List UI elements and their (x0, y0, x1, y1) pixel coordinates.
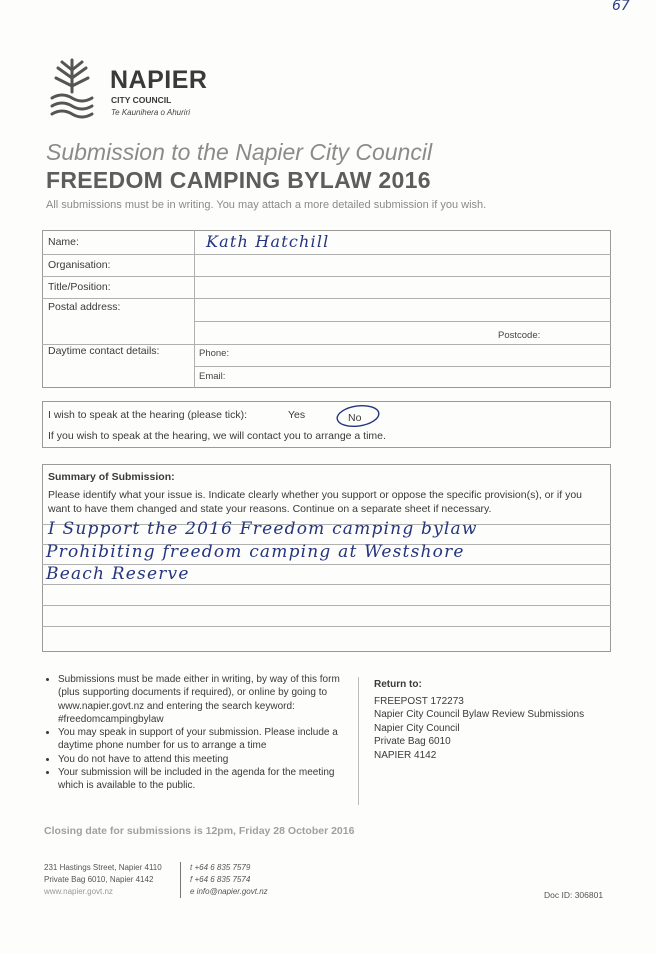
phone-label: Phone: (199, 348, 230, 359)
summary-rule (42, 564, 611, 565)
form-rule (42, 254, 611, 255)
hearing-question: I wish to speak at the hearing (please t… (48, 409, 248, 421)
title-position-label: Title/Position: (48, 281, 111, 293)
hearing-box (42, 401, 611, 448)
summary-instructions: Please identify what your issue is. Indi… (48, 489, 583, 515)
return-line: NAPIER 4142 (374, 749, 437, 761)
hearing-note: If you wish to speak at the hearing, we … (48, 430, 386, 442)
daytime-contact-label: Daytime contact details: (48, 345, 160, 357)
footer-contacts: t +64 6 835 7579 f +64 6 835 7574 e info… (190, 862, 268, 898)
napier-logo-icon (50, 58, 94, 119)
instruction-item: You may speak in support of your submiss… (58, 726, 342, 753)
footer-divider (180, 862, 181, 898)
instructions-list: Submissions must be made either in writi… (42, 673, 342, 793)
summary-heading: Summary of Submission: (48, 471, 175, 483)
instruction-item: You do not have to attend this meeting (58, 753, 342, 766)
hearing-no-option[interactable]: No (348, 412, 362, 424)
return-address: Return to: FREEPOST 172273 Napier City C… (374, 678, 584, 763)
summary-handwritten-line[interactable]: Beach Reserve (46, 564, 190, 584)
summary-handwritten-line[interactable]: I Support the 2016 Freedom camping bylaw (48, 519, 478, 539)
email-label: Email: (199, 371, 226, 382)
logo-subtitle: CITY COUNCIL (111, 95, 172, 105)
footer-website: www.napier.govt.nz (44, 887, 113, 896)
summary-rule (42, 524, 611, 525)
name-field-handwritten[interactable]: Kath Hatchill (206, 232, 330, 251)
title-submission: Submission to the Napier City Council (46, 139, 433, 165)
no-circle-mark (336, 404, 380, 428)
logo-name: NAPIER (110, 66, 208, 94)
organisation-label: Organisation: (48, 259, 111, 271)
column-divider (358, 677, 359, 805)
return-line: Napier City Council Bylaw Review Submiss… (374, 709, 585, 721)
title-bylaw: FREEDOM CAMPING BYLAW 2016 (46, 167, 431, 193)
return-line: Napier City Council (374, 722, 460, 734)
footer-phone: t +64 6 835 7579 (190, 863, 251, 872)
closing-date: Closing date for submissions is 12pm, Fr… (44, 825, 355, 837)
form-rule (42, 298, 611, 299)
summary-handwritten-line[interactable]: Prohibiting freedom camping at Westshore (46, 542, 465, 562)
hearing-yes-option[interactable]: Yes (288, 409, 306, 421)
footer-address-line: 231 Hastings Street, Napier 4110 (44, 863, 162, 872)
instruction-item: Your submission will be included in the … (58, 766, 342, 793)
contact-details-box (42, 230, 611, 388)
logo-maori-name: Te Kaunihera o Ahuriri (111, 108, 191, 117)
return-line: FREEPOST 172273 (374, 695, 464, 707)
footer-email: e info@napier.govt.nz (190, 887, 268, 896)
footer-address: 231 Hastings Street, Napier 4110 Private… (44, 862, 162, 898)
return-heading: Return to: (374, 679, 422, 690)
summary-rule (42, 544, 611, 545)
form-rule (42, 276, 611, 277)
summary-rule (42, 605, 611, 606)
summary-rule (42, 584, 611, 585)
summary-rule (42, 626, 611, 627)
footer-fax: f +64 6 835 7574 (190, 875, 251, 884)
postal-address-label: Postal address: (48, 301, 121, 313)
form-rule (194, 366, 611, 367)
footer-address-line: Private Bag 6010, Napier 4142 (44, 875, 154, 884)
doc-id: Doc ID: 306801 (544, 890, 604, 900)
name-label: Name: (48, 236, 79, 248)
form-rule (194, 321, 611, 322)
page-number: 67 (612, 0, 630, 14)
form-divider (194, 230, 195, 388)
form-rule (42, 344, 611, 345)
return-line: Private Bag 6010 (374, 736, 451, 748)
postcode-label: Postcode: (498, 330, 541, 341)
summary-box (42, 464, 611, 652)
instruction-item: Submissions must be made either in writi… (58, 673, 342, 726)
intro-text: All submissions must be in writing. You … (46, 199, 487, 211)
